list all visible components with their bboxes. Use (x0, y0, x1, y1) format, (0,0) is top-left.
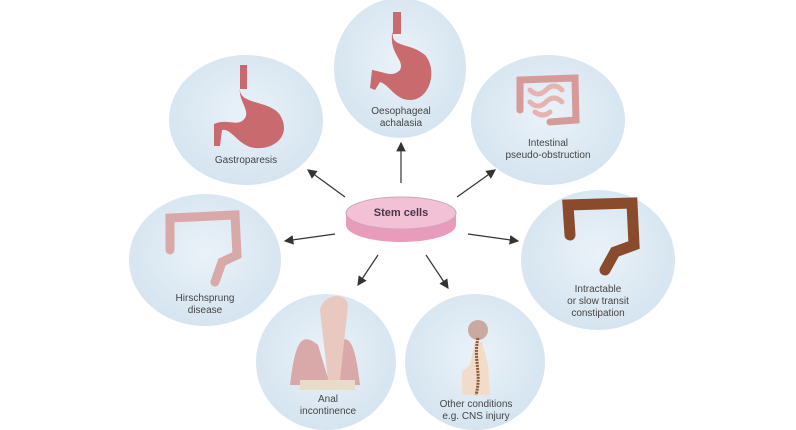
intestine-icon-pseudo-obstruction (516, 74, 580, 126)
arrow-hirschsprung (283, 233, 336, 245)
anal-canal-icon (290, 295, 360, 390)
label-line: Intractable (574, 284, 622, 295)
label-constipation: Intractable or slow transit constipation (567, 284, 629, 320)
label-other-conditions: Other conditions e.g. CNS injury (440, 399, 513, 423)
arrow-gastroparesis (307, 169, 346, 198)
label-line: Gastroparesis (214, 155, 278, 166)
arrow-anal (357, 254, 379, 286)
stem-cells-label: Stem cells (373, 207, 429, 219)
arrow-other (425, 254, 449, 289)
label-line: achalasia (379, 118, 423, 129)
arrows (283, 141, 520, 289)
label-line: constipation (571, 308, 625, 319)
colon-icon-hirschsprung (165, 210, 242, 287)
label-line: disease (187, 305, 223, 316)
arrow-intestinal (456, 169, 496, 198)
stomach-icon-gastroparesis (214, 65, 284, 149)
label-line: pseudo-obstruction (505, 150, 591, 161)
label-intestinal-pseudo-obstruction: Intestinal pseudo-obstruction (505, 138, 590, 162)
label-line: or slow transit (567, 296, 629, 307)
label-line: e.g. CNS injury (442, 411, 510, 422)
label-line: Anal (317, 394, 338, 405)
petri-dish (345, 196, 457, 242)
label-gastroparesis: Gastroparesis (215, 155, 277, 167)
label-line: Hirschsprung (175, 293, 235, 304)
label-anal-incontinence: Anal incontinence (300, 394, 356, 418)
label-oesophageal-achalasia: Oesophageal achalasia (371, 106, 431, 130)
label-line: Intestinal (527, 138, 569, 149)
label-line: Other conditions (439, 399, 513, 410)
stomach-icon-oesophageal (370, 12, 432, 100)
spine-icon (462, 320, 490, 396)
arrow-constipation (467, 233, 520, 245)
label-hirschsprung: Hirschsprung disease (176, 293, 235, 317)
label-line: incontinence (299, 406, 357, 417)
colon-icon-constipation (562, 197, 640, 276)
circle-oesophageal-achalasia (334, 0, 466, 138)
label-line: Oesophageal (371, 106, 431, 117)
